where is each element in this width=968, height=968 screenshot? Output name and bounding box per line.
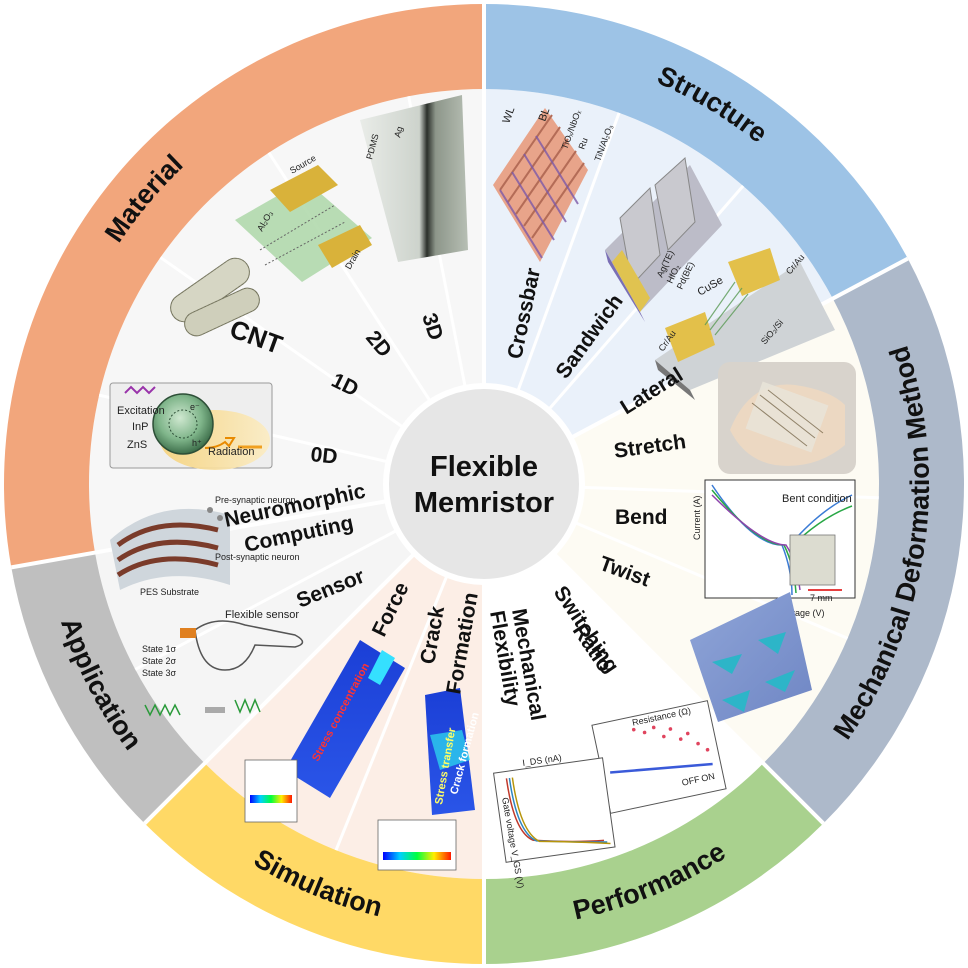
label-on: ON <box>700 771 715 784</box>
ring-performance <box>484 763 824 964</box>
center-title-line2: Memristor <box>414 487 554 519</box>
label-ru: Ru <box>576 136 589 150</box>
figure-sensor-hand: Flexible sensor State 1σ State 2σ State … <box>142 609 304 717</box>
label-flex-sensor: Flexible sensor <box>225 609 299 621</box>
label-state1: State 1σ <box>142 644 177 654</box>
ring-material <box>3 4 484 568</box>
label-pes: PES Substrate <box>140 587 199 597</box>
figure-2d-transistor: Source Al₂O₃ Drain <box>235 153 372 282</box>
label-excitation: Excitation <box>117 405 165 417</box>
figure-neuromorphic: Pre-synaptic neuron Post-synaptic neuron… <box>110 495 300 597</box>
figure-force-sim: Stress concentration <box>244 640 405 823</box>
label-zns: ZnS <box>127 439 147 451</box>
figure-lateral: CuSe Cr/Au Cr/Au SiO₂/Si <box>655 248 835 400</box>
label-bend: Bend <box>615 506 668 529</box>
label-ag: Ag <box>392 125 405 138</box>
center-title-line1: Flexible <box>430 451 538 483</box>
divider-performance <box>551 551 825 825</box>
figure-quantum-dot: Excitation InP ZnS Radiation e⁻ h⁺ <box>109 382 273 470</box>
label-state3: State 3σ <box>142 668 177 678</box>
spoke-9 <box>334 574 449 851</box>
label-radiation: Radiation <box>208 446 254 458</box>
label-7mm: 7 mm <box>810 593 833 603</box>
label-off: OFF <box>681 774 701 788</box>
figure-3d-sem: PDMS Ag <box>360 95 468 262</box>
figure-cnt <box>170 257 260 337</box>
label-0d: 0D <box>309 443 338 469</box>
label-state2: State 2σ <box>142 656 177 666</box>
ring-application <box>11 552 205 824</box>
spoke-4 <box>516 112 621 393</box>
label-inp: InP <box>132 421 149 433</box>
label-current: Current (A) <box>692 495 702 540</box>
figure-stretch-photo <box>718 362 856 474</box>
ring-structure <box>484 4 908 299</box>
figure-sandwich: Ag(TE) HfO₂ Pd(BE) <box>605 157 722 322</box>
ring-mechanical <box>763 258 965 824</box>
label-presyn: Pre-synaptic neuron <box>215 495 296 505</box>
divider-application <box>143 551 417 825</box>
figure-twist <box>690 592 812 722</box>
label-wl: WL <box>501 105 518 125</box>
label-bl: BL <box>537 106 553 123</box>
label-postsyn: Post-synaptic neuron <box>215 552 300 562</box>
ring-simulation <box>144 763 484 964</box>
label-electron: e⁻ <box>190 402 200 412</box>
label-hole: h⁺ <box>192 438 202 448</box>
figure-bend-iv: Bent condition Bias Voltage (V) Current … <box>692 479 856 618</box>
spoke-10 <box>134 528 399 671</box>
center-circle <box>383 383 585 585</box>
label-bent: Bent condition <box>782 493 852 505</box>
